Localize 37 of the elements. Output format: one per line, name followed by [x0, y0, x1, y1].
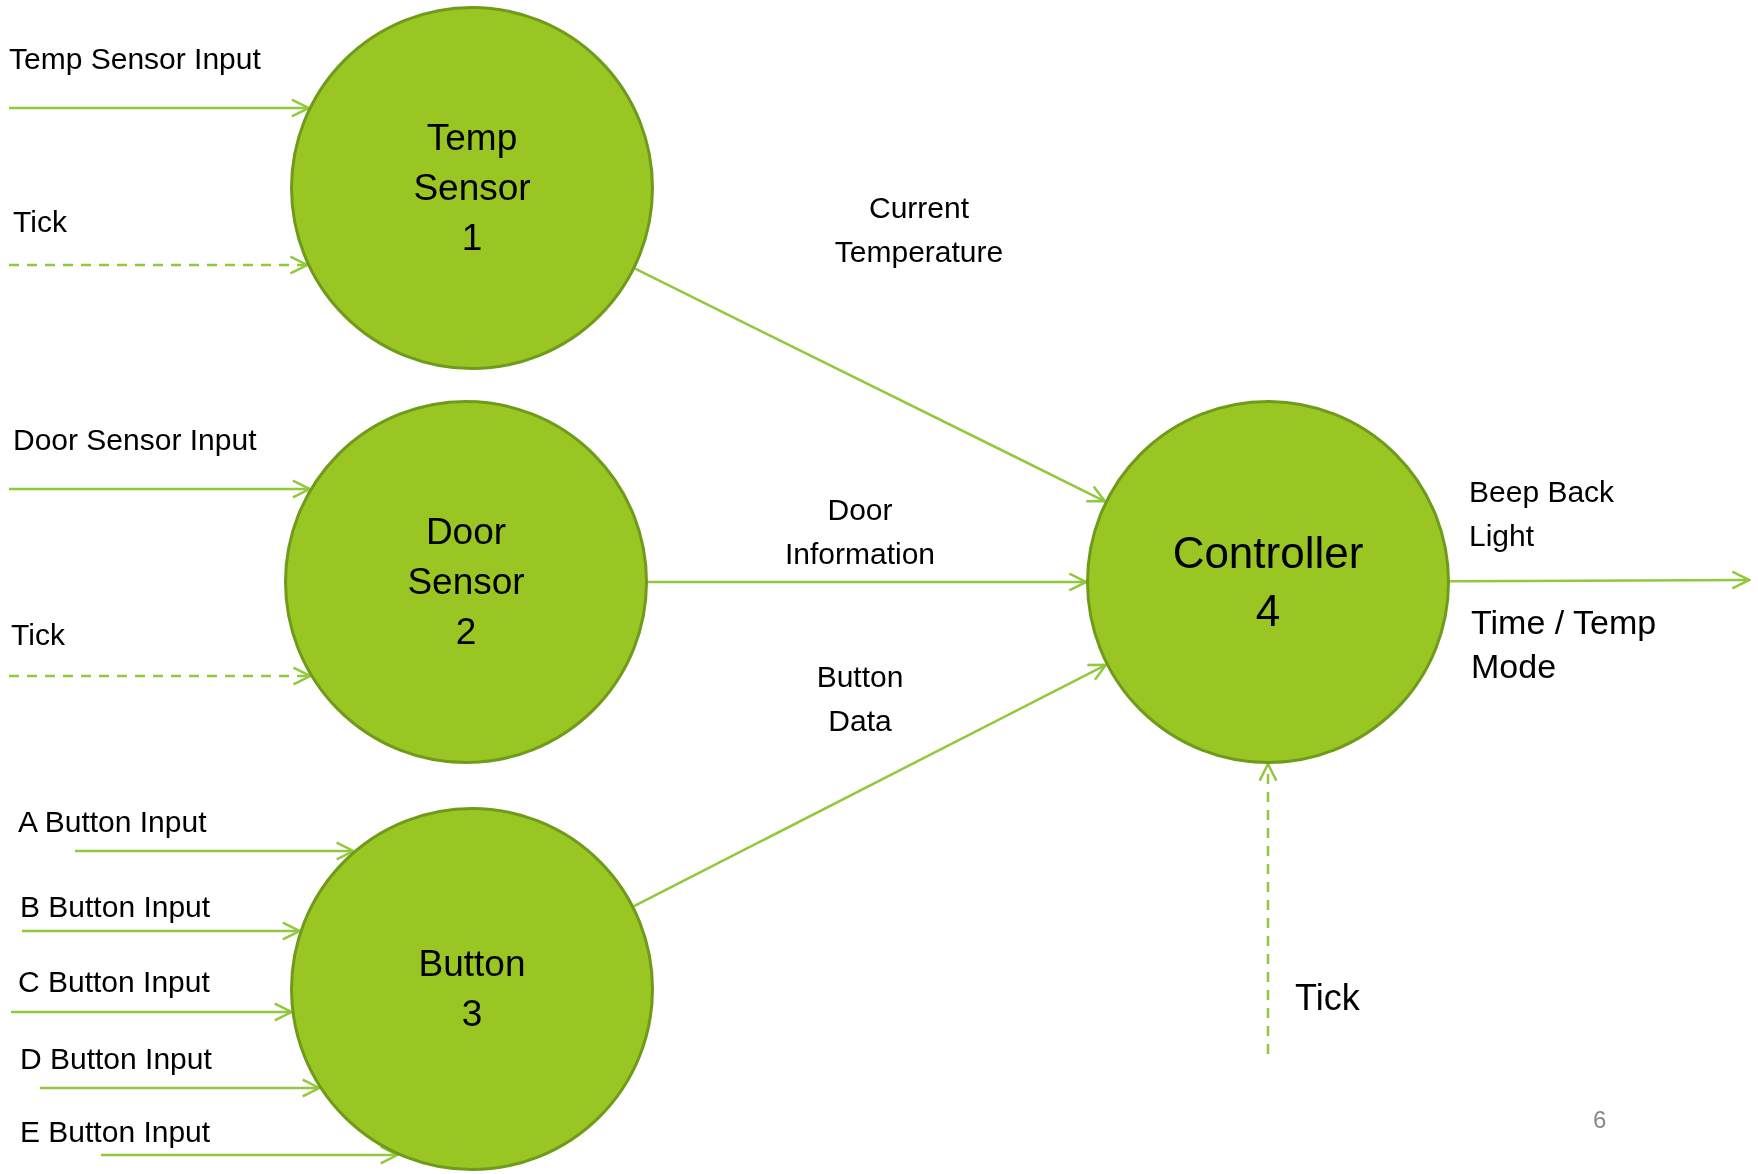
- edge-label: B Button Input: [20, 889, 212, 925]
- edge-label: Current Temperature: [833, 190, 1005, 270]
- edge-label: Tick: [13, 204, 68, 240]
- edge-label: Beep Back Light: [1469, 474, 1616, 554]
- arrow: [75, 841, 355, 861]
- arrow: [1450, 570, 1751, 590]
- node-label: 3: [461, 992, 483, 1036]
- arrow: [1258, 762, 1278, 1054]
- arrow: [633, 663, 1108, 908]
- edge-label: D Button Input: [20, 1041, 213, 1077]
- node-label: 2: [455, 610, 477, 654]
- edge-label: Tick: [1295, 976, 1361, 1020]
- node-label: 4: [1255, 585, 1281, 637]
- arrow: [22, 921, 301, 941]
- edge-label: A Button Input: [18, 804, 208, 840]
- page-number: 6: [1593, 1105, 1607, 1135]
- node-label: Temp Sensor: [412, 116, 532, 210]
- output-label: Time / Temp Mode: [1471, 602, 1658, 687]
- arrow: [40, 1078, 321, 1098]
- arrow: [648, 572, 1088, 592]
- arrow: [9, 666, 312, 686]
- edge-label: Button Data: [815, 659, 905, 739]
- arrow: [634, 267, 1107, 503]
- node-label: Button: [418, 942, 526, 986]
- edge-label: Door Sensor Input: [13, 422, 258, 458]
- edge-label: E Button Input: [20, 1114, 212, 1150]
- edge-label: C Button Input: [18, 964, 211, 1000]
- arrow: [9, 98, 310, 118]
- node-label: Door Sensor: [406, 510, 526, 604]
- arrow: [101, 1145, 399, 1165]
- edge-label: Door Information: [783, 492, 937, 572]
- edge-label: Tick: [11, 617, 66, 653]
- node-label: 1: [461, 216, 483, 260]
- edge-label: Temp Sensor Input: [9, 41, 262, 77]
- arrow: [9, 255, 309, 275]
- node-label: Controller: [1172, 527, 1364, 579]
- arrow: [9, 479, 311, 499]
